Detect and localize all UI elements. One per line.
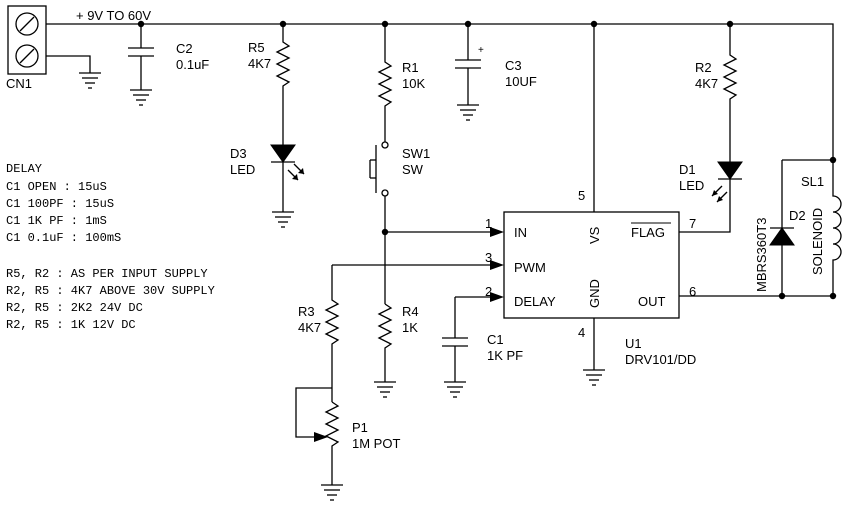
screw-terminal-1 [15, 12, 39, 36]
screw-terminal-2 [15, 44, 39, 68]
supply-label: + 9V TO 60V [76, 8, 151, 23]
d3-value: LED [230, 162, 255, 177]
sl1-value: SOLENOID [810, 208, 825, 275]
r5-value: 4K7 [248, 56, 271, 71]
r2-value: 4K7 [695, 76, 718, 91]
resistor-r4: R4 1K [374, 303, 419, 398]
pin-num-in: 1 [485, 216, 492, 231]
note-line: R2, R5 : 1K 12V DC [6, 318, 136, 332]
c1-ref: C1 [487, 332, 504, 347]
diode-d2: D2 MBRS360T3 [754, 160, 806, 296]
pin-label-pwm: PWM [514, 260, 546, 275]
ground-symbol [444, 381, 466, 398]
pin-label-out: OUT [638, 294, 666, 309]
d2-value: MBRS360T3 [754, 218, 769, 292]
c3-ref: C3 [505, 58, 522, 73]
resistor-r3: R3 4K7 [298, 265, 340, 402]
note-line: R2, R5 : 4K7 ABOVE 30V SUPPLY [6, 284, 215, 298]
r1-value: 10K [402, 76, 425, 91]
r3-value: 4K7 [298, 320, 321, 335]
d1-value: LED [679, 178, 704, 193]
ground-symbol [130, 89, 152, 106]
c2-ref: C2 [176, 41, 193, 56]
pin-label-flag: FLAG [631, 225, 665, 240]
capacitor-c1: C1 1K PF [442, 297, 523, 398]
resistor-r2: R2 4K7 [695, 24, 738, 162]
r4-value: 1K [402, 320, 418, 335]
switch-sw1: SW1 SW [369, 141, 430, 304]
ground-symbol [79, 72, 101, 89]
supply-rail [46, 23, 834, 160]
r5-ref: R5 [248, 40, 265, 55]
ground-symbol [457, 104, 479, 121]
notes-supply: R5, R2 : AS PER INPUT SUPPLY R2, R5 : 4K… [6, 267, 215, 332]
c1-value: 1K PF [487, 348, 523, 363]
note-line: R2, R5 : 2K2 24V DC [6, 301, 143, 315]
c3-polarity: + [478, 45, 484, 56]
u1-value: DRV101/DD [625, 352, 696, 367]
notes-delay: DELAY C1 OPEN : 15uS C1 100PF : 15uS C1 … [6, 162, 121, 245]
u1-ref: U1 [625, 336, 642, 351]
pin-arrow-delay [490, 292, 504, 302]
p1-value: 1M POT [352, 436, 400, 451]
ic-u1: 5 VS 4 GND IN 1 PWM 3 DELAY 2 FLAG 7 OUT… [485, 24, 696, 386]
sl1-ref: SL1 [801, 174, 824, 189]
capacitor-c2: C2 0.1uF [128, 24, 209, 106]
led-d3: D3 LED [230, 144, 305, 228]
pin-arrow-pwm [490, 260, 504, 270]
note-line: R5, R2 : AS PER INPUT SUPPLY [6, 267, 208, 281]
potentiometer-p1: P1 1M POT [295, 387, 400, 501]
ground-symbol [583, 369, 605, 386]
connector-ref: CN1 [6, 76, 32, 91]
capacitor-c3: + C3 10UF [455, 24, 537, 121]
c2-value: 0.1uF [176, 57, 209, 72]
sw1-ref: SW1 [402, 146, 430, 161]
light-emission-arrows [287, 163, 305, 181]
d1-ref: D1 [679, 162, 696, 177]
r1-ref: R1 [402, 60, 419, 75]
pin-num-flag: 7 [689, 216, 696, 231]
ground-symbol [321, 484, 343, 501]
pin-num-vs: 5 [578, 188, 585, 203]
pin-label-gnd: GND [587, 279, 602, 308]
pin-label-delay: DELAY [514, 294, 556, 309]
note-line: C1 100PF : 15uS [6, 197, 114, 211]
note-line: C1 0.1uF : 100mS [6, 231, 121, 245]
r3-ref: R3 [298, 304, 315, 319]
c3-value: 10UF [505, 74, 537, 89]
note-line: C1 OPEN : 15uS [6, 180, 107, 194]
r4-ref: R4 [402, 304, 419, 319]
ground-symbol [272, 211, 294, 228]
resistor-r1: R1 10K [377, 24, 425, 142]
note-line: C1 1K PF : 1mS [6, 214, 107, 228]
pin-arrow-in [490, 227, 504, 237]
led-d1: D1 LED [679, 161, 743, 233]
r2-ref: R2 [695, 60, 712, 75]
pin-num-delay: 2 [485, 284, 492, 299]
p1-ref: P1 [352, 420, 368, 435]
ground-symbol [374, 381, 396, 398]
note-line: DELAY [6, 162, 42, 176]
pin-num-pwm: 3 [485, 250, 492, 265]
sw1-value: SW [402, 162, 424, 177]
pin-num-out: 6 [689, 284, 696, 299]
resistor-r5: R5 4K7 [248, 24, 291, 145]
d2-ref: D2 [789, 208, 806, 223]
pin-label-in: IN [514, 225, 527, 240]
pin-num-gnd: 4 [578, 325, 585, 340]
light-emission-arrows [711, 185, 728, 203]
connector-cn1: CN1 [6, 5, 47, 91]
pin-label-vs: VS [587, 226, 602, 244]
d3-ref: D3 [230, 146, 247, 161]
solenoid-sl1: SL1 SOLENOID [801, 160, 842, 296]
